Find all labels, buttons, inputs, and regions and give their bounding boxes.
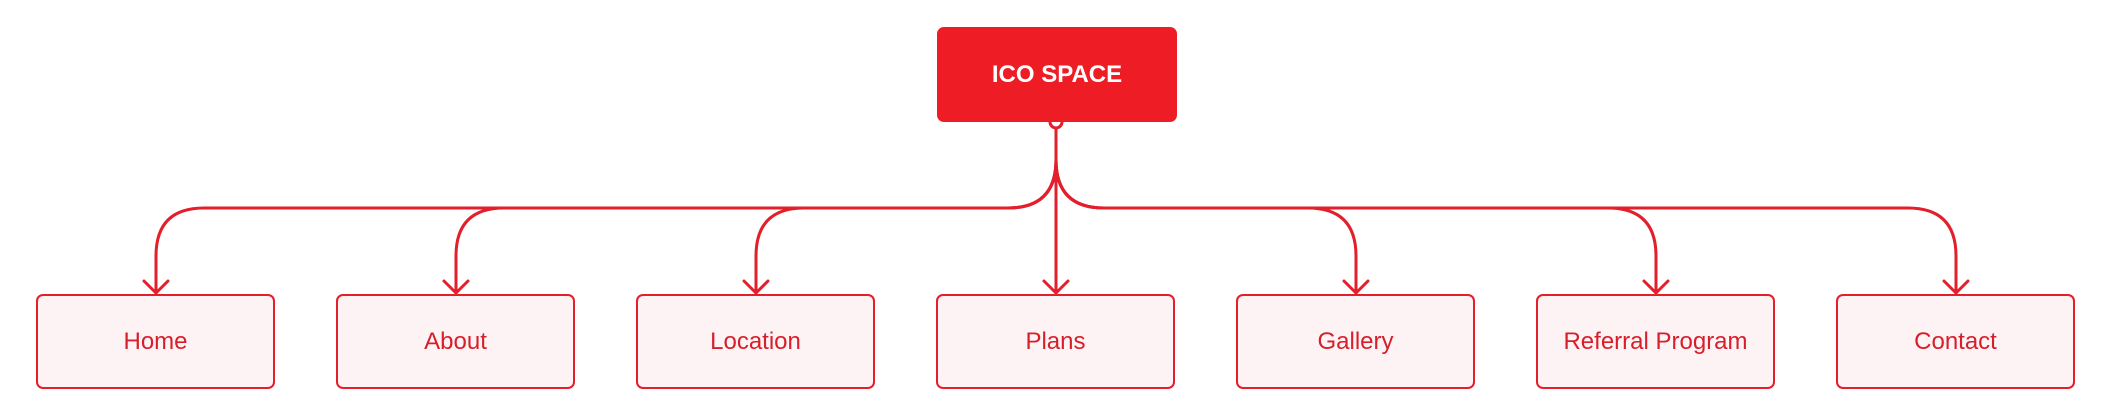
- node-label: Location: [710, 327, 801, 355]
- connector-location: [754, 120, 1058, 295]
- node-gallery[interactable]: Gallery: [1236, 294, 1475, 389]
- connector-contact: [1054, 120, 1958, 295]
- arrow-home: [142, 279, 170, 295]
- node-about[interactable]: About: [336, 294, 575, 389]
- node-plans[interactable]: Plans: [936, 294, 1175, 389]
- node-label: Plans: [1025, 327, 1086, 355]
- node-label: Contact: [1914, 327, 1997, 355]
- node-home[interactable]: Home: [36, 294, 275, 389]
- arrow-about: [442, 279, 470, 295]
- root-node[interactable]: ICO SPACE: [937, 27, 1177, 122]
- node-label: Gallery: [1317, 327, 1394, 355]
- node-location[interactable]: Location: [636, 294, 875, 389]
- node-label: Home: [123, 327, 188, 355]
- node-label: About: [424, 327, 487, 355]
- arrow-plans: [1042, 279, 1070, 295]
- node-label: Referral Program: [1563, 327, 1748, 355]
- node-contact[interactable]: Contact: [1836, 294, 2075, 389]
- arrow-gallery: [1342, 279, 1370, 295]
- root-node-label: ICO SPACE: [991, 60, 1123, 88]
- arrow-contact: [1942, 279, 1970, 295]
- arrow-referral-program: [1642, 279, 1670, 295]
- node-referral-program[interactable]: Referral Program: [1536, 294, 1775, 389]
- arrow-location: [742, 279, 770, 295]
